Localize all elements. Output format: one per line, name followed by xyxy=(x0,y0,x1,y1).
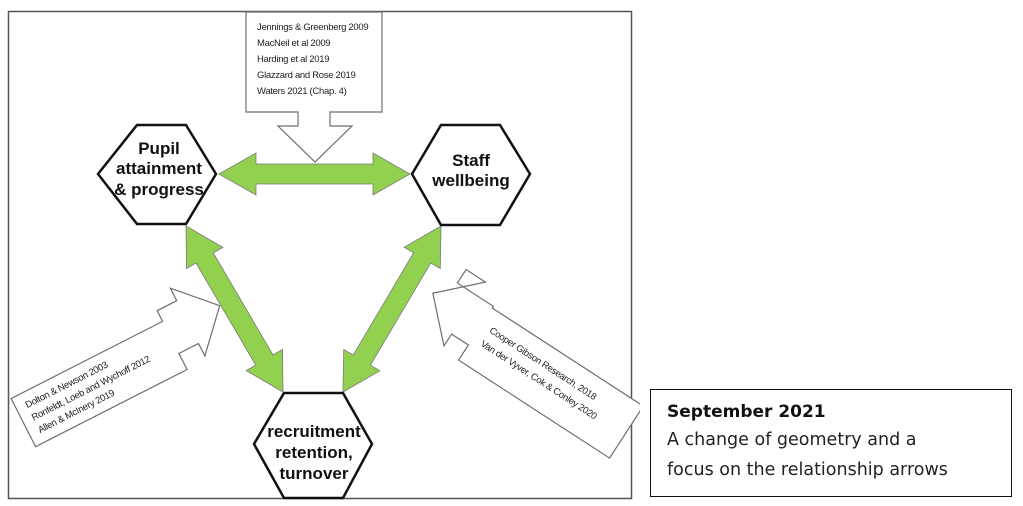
callout-top: Jennings & Greenberg 2009 MacNeil et al … xyxy=(245,11,383,163)
node-staff-hexagon xyxy=(410,123,532,227)
caption-line: focus on the relationship arrows xyxy=(667,460,948,480)
node-recruitment-label: turnover xyxy=(280,464,349,483)
relationship-arrows xyxy=(185,152,442,393)
node-staff: Staff wellbeing xyxy=(410,123,532,227)
node-staff-label: Staff xyxy=(452,151,490,170)
callout-left-shape xyxy=(10,287,221,448)
node-staff-label: wellbeing xyxy=(431,171,509,190)
callout-top-ref: Waters 2021 (Chap. 4) xyxy=(257,86,347,97)
node-pupil-label: Pupil xyxy=(138,139,180,158)
node-pupil-label: attainment xyxy=(116,159,202,178)
callout-right-shape xyxy=(432,268,640,459)
caption-title: September 2021 xyxy=(667,402,826,422)
arrow-pupil-recruitment xyxy=(185,225,284,393)
callout-top-shape xyxy=(245,11,383,163)
node-pupil-hexagon xyxy=(96,123,218,226)
node-pupil: Pupil attainment & progress xyxy=(96,123,218,226)
callout-top-ref: Harding et al 2019 xyxy=(257,54,329,65)
callout-top-ref: MacNeil et al 2009 xyxy=(257,38,330,49)
caption-line: A change of geometry and a xyxy=(667,430,917,450)
node-recruitment-label: recruitment xyxy=(267,422,361,441)
node-recruitment-hexagon xyxy=(252,391,374,500)
callout-top-ref: Glazzard and Rose 2019 xyxy=(257,70,356,81)
callout-top-ref: Jennings & Greenberg 2009 xyxy=(257,22,368,33)
caption-box: September 2021 A change of geometry and … xyxy=(650,389,1012,497)
arrow-pupil-staff xyxy=(218,152,411,196)
node-recruitment: recruitment retention, turnover xyxy=(252,391,374,500)
relationship-diagram: Jennings & Greenberg 2009 MacNeil et al … xyxy=(7,10,640,500)
node-recruitment-label: retention, xyxy=(275,443,352,462)
node-pupil-label: & progress xyxy=(114,180,204,199)
